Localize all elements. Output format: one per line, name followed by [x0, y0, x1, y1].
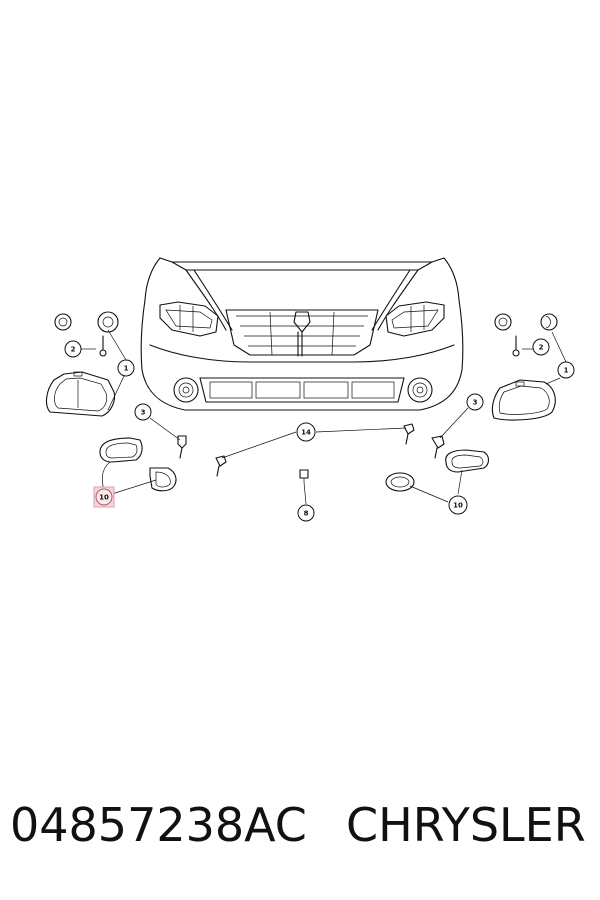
- right-fog-lamp-trim-10: [445, 449, 490, 473]
- brand-name: CHRYSLER: [346, 798, 586, 852]
- callout-2-right: 2: [532, 338, 550, 356]
- left-washer-small: [54, 313, 72, 331]
- callout-label: 10: [99, 494, 109, 502]
- right-washer-small: [494, 313, 512, 331]
- callout-label: 2: [71, 346, 76, 354]
- callout-label: 14: [301, 429, 311, 437]
- callout-3-left: 3: [134, 403, 152, 421]
- callout-label: 8: [304, 510, 309, 518]
- center-retainer-8: [299, 469, 309, 482]
- callout-2-left: 2: [64, 340, 82, 358]
- right-screw: [512, 335, 520, 357]
- left-fog-lamp-bezel: [45, 371, 116, 417]
- left-washer-large: [97, 311, 119, 333]
- callout-8: 8: [297, 504, 315, 522]
- left-grommet-10: [149, 467, 177, 492]
- left-screw: [99, 335, 107, 357]
- right-fog-lamp-bezel: [491, 379, 556, 421]
- part-number: 04857238AC: [10, 798, 307, 852]
- right-bracket-3: [431, 435, 445, 459]
- callout-label: 1: [124, 365, 129, 373]
- callout-1-left: 1: [117, 359, 135, 377]
- callout-10-right: 10: [448, 495, 468, 515]
- callout-label: 10: [453, 502, 463, 510]
- left-fog-lamp-trim-10: [99, 437, 143, 463]
- callout-10-left-highlighted: 10: [93, 486, 115, 508]
- callout-3-right: 3: [466, 393, 484, 411]
- center-clip-left: [215, 455, 227, 477]
- left-bracket-3: [177, 435, 187, 459]
- callout-label: 3: [141, 409, 146, 417]
- callout-label: 2: [539, 344, 544, 352]
- center-clip-right: [403, 423, 415, 445]
- right-nut: [540, 313, 558, 331]
- callout-1-right: 1: [557, 361, 575, 379]
- callout-label: 3: [473, 399, 478, 407]
- right-grommet-10: [385, 472, 415, 492]
- callout-label: 1: [564, 367, 569, 375]
- callout-14: 14: [296, 422, 316, 442]
- front-bumper-fascia: [140, 257, 464, 411]
